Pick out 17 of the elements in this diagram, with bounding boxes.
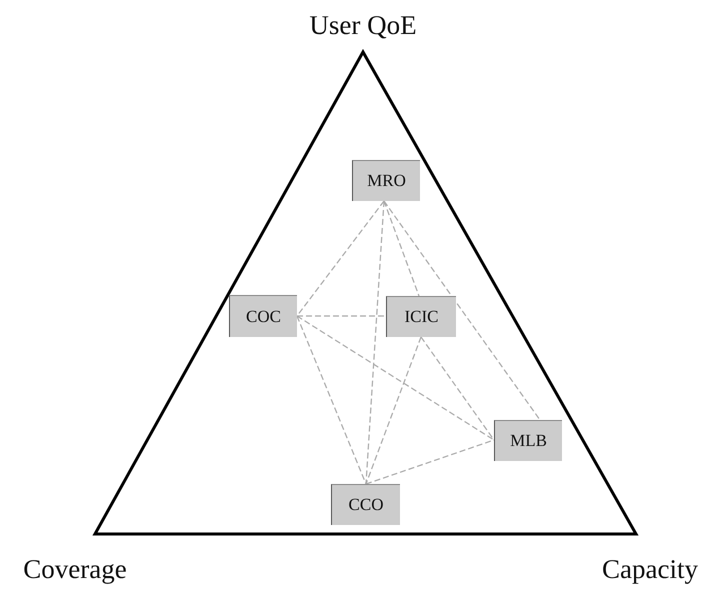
corner-label: Capacity xyxy=(602,554,698,585)
label-box: ICIC xyxy=(386,296,456,337)
connector-line xyxy=(297,315,386,317)
connector-line xyxy=(365,200,385,484)
connector-line xyxy=(383,200,420,296)
label-box: MLB xyxy=(494,420,562,461)
label-box: CCO xyxy=(331,484,400,525)
connector-line xyxy=(296,316,367,484)
connector-line xyxy=(365,336,422,484)
connector-line xyxy=(296,316,494,440)
corner-label: User QoE xyxy=(309,10,417,41)
connector-line xyxy=(296,200,384,316)
label-box: COC xyxy=(229,295,297,337)
connector-line xyxy=(420,336,494,440)
label-box: MRO xyxy=(352,160,420,201)
corner-label: Coverage xyxy=(23,554,127,585)
connector-line xyxy=(384,200,540,420)
